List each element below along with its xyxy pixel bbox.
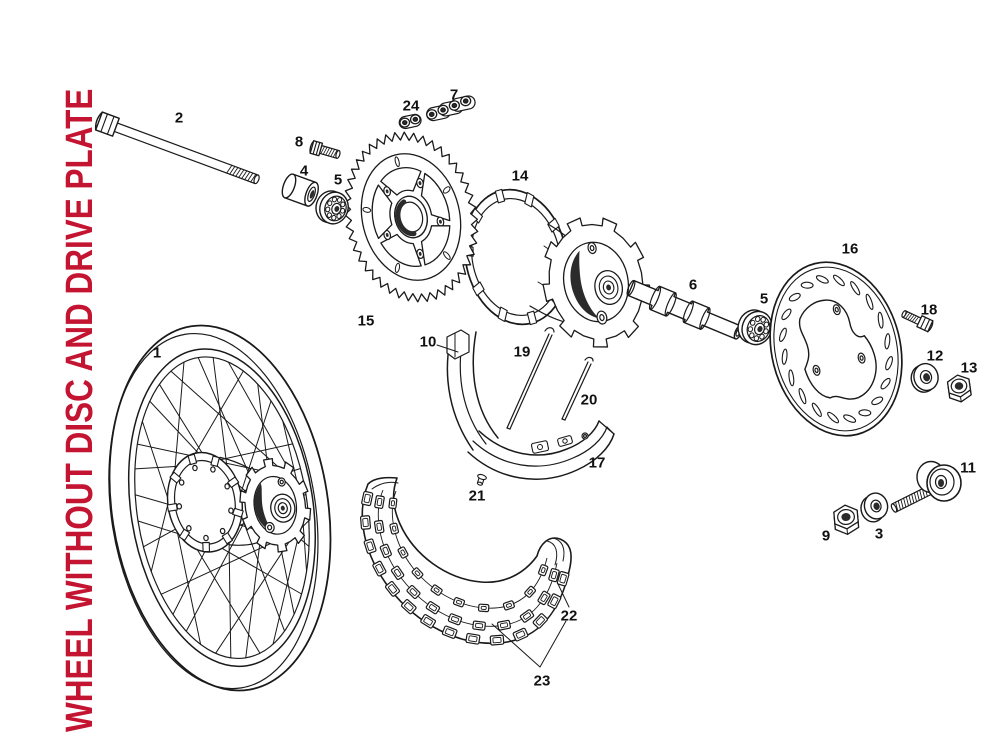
part-label-spacer-bushing: 4 — [299, 162, 309, 180]
part-20-spoke-short — [562, 357, 593, 420]
part-label-tyre-tread: 23 — [533, 672, 551, 690]
part-5-bearing-left — [312, 187, 352, 227]
part-label-chain-adjuster-bolt: 11 — [960, 459, 976, 477]
part-label-bearing-left: 5 — [333, 171, 343, 189]
part-label-rear-sprocket: 15 — [357, 312, 375, 330]
part-16-brake-disc — [752, 248, 919, 450]
part-4-spacer-bushing — [280, 172, 321, 207]
adjuster-head — [917, 462, 961, 502]
part-label-wheel-axle: 2 — [174, 109, 184, 127]
part-11-chain-adjuster-bolt — [890, 462, 961, 514]
part-label-rim-band-upper: 10 — [419, 333, 437, 351]
part-label-spoke-long: 19 — [513, 343, 531, 361]
part-2-wheel-axle — [94, 111, 262, 189]
part-label-disc-bolt: 18 — [920, 301, 938, 319]
part-12-washer — [908, 361, 941, 395]
part-22-tyre — [359, 478, 571, 646]
part-15-rear-sprocket — [327, 118, 495, 316]
part-label-bolt: 8 — [294, 133, 304, 151]
part-18-disc-bolt — [900, 308, 934, 332]
part-8-bolt — [309, 140, 342, 161]
label-leader-lines — [437, 345, 569, 667]
part-7-chain-section — [425, 95, 477, 122]
hub-carrier — [531, 207, 660, 358]
part-1-spoked-wheel — [84, 309, 356, 706]
part-label-nut: 9 — [821, 527, 831, 545]
part-label-valve: 21 — [468, 487, 486, 505]
part-17-rim-band-lower — [468, 421, 614, 479]
part-label-bearing-right: 5 — [759, 290, 769, 308]
part-13-nut — [947, 374, 972, 404]
part-label-spoked-wheel: 1 — [152, 344, 162, 362]
part-label-brake-disc: 16 — [841, 240, 859, 258]
part-label-washer-small: 12 — [926, 347, 944, 365]
part-19-spoke-long — [507, 328, 554, 429]
wheel-hub-assembly — [160, 437, 316, 568]
part-label-chain-section: 7 — [449, 86, 459, 104]
part-label-chain-link: 24 — [402, 97, 420, 115]
part-21-valve — [475, 474, 487, 487]
part-label-rim-band-lower: 17 — [588, 454, 606, 472]
part-label-washer: 3 — [874, 525, 884, 543]
hub-flange — [452, 179, 579, 335]
part-24-chain-link — [398, 113, 422, 129]
part-6-axle-spacer — [624, 275, 746, 345]
tyre-knobs — [359, 490, 570, 646]
part-5-bearing-right — [733, 306, 776, 349]
part-label-spoke-short: 20 — [580, 391, 598, 409]
part-label-axle-spacer-tube: 6 — [688, 276, 698, 294]
part-14-wheel-hub — [452, 179, 660, 357]
part-label-wheel-hub: 14 — [511, 167, 529, 185]
part-label-nut-small: 13 — [960, 359, 978, 377]
part-label-tyre: 22 — [560, 607, 578, 625]
part-9-nut — [833, 504, 859, 535]
part-3-washer — [858, 491, 891, 525]
part-10-rim-band-upper — [447, 330, 498, 450]
